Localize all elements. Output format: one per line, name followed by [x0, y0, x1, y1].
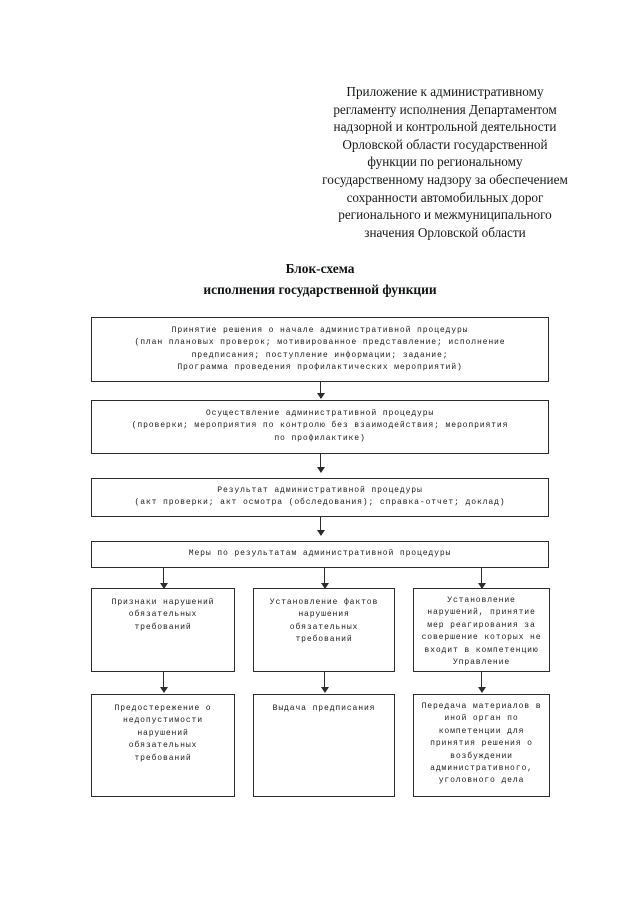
text-line: требований: [295, 635, 353, 645]
text-line: нарушений, принятие: [427, 608, 536, 618]
text-line: уголовного дела: [438, 776, 525, 786]
page-title: Блок-схема исполнения государственной фу…: [90, 258, 550, 300]
text-line: (проверки; мероприятия по контролю без в…: [131, 421, 509, 431]
page-title-line-1: Блок-схема: [285, 261, 355, 276]
text-line: иной орган по: [444, 714, 519, 724]
header-line: регламенту исполнения Департаментом: [333, 101, 557, 117]
flowchart-arrow-branch-center-to-outcome: [320, 672, 329, 693]
flowchart-box-outcome-left: Предостережение о недопустимости нарушен…: [91, 694, 235, 797]
text-line: Программа проведения профилактических ме…: [177, 363, 463, 373]
flowchart-box-step-4: Меры по результатам административной про…: [91, 541, 549, 568]
text-line: Установление фактов: [269, 598, 379, 607]
text-line: Меры по результатам административной про…: [188, 549, 452, 558]
flowchart-arrow-4-to-branch-center: [320, 568, 329, 589]
header-line: Орловской области государственной: [342, 136, 548, 152]
text-line: недопустимости: [123, 716, 203, 726]
text-line: мер реагирования за: [427, 620, 536, 630]
flowchart-box-text: Предостережение о недопустимости нарушен…: [92, 695, 234, 765]
text-line: обязательных: [128, 741, 198, 751]
text-line: Предостережение о: [114, 704, 212, 713]
text-line: по профилактике): [274, 433, 366, 443]
text-line: принятия решения о: [430, 739, 533, 749]
flowchart-box-text: Установление нарушений, принятие мер реа…: [414, 589, 549, 669]
flowchart-box-branch-center: Установление фактов нарушения обязательн…: [253, 588, 395, 672]
flowchart-box-text: Передача материалов в иной орган по комп…: [414, 695, 549, 788]
text-line: Передача материалов в: [421, 702, 542, 711]
header-line: значения Орловской области: [364, 224, 526, 240]
text-line: компетенции для: [438, 726, 525, 736]
flowchart-arrow-4-to-branch-right: [477, 568, 486, 589]
header-line: надзорной и контрольной деятельности: [333, 119, 557, 135]
text-line: Управление: [452, 658, 511, 668]
document-header: Приложение к административному регламент…: [286, 83, 604, 241]
flowchart-arrow-1-to-2: [316, 382, 325, 399]
text-line: обязательных: [128, 610, 198, 620]
header-line: Приложение к административному: [346, 84, 544, 99]
flowchart-arrow-branch-left-to-outcome: [159, 672, 168, 693]
text-line: предписания; поступление информации; зад…: [191, 350, 449, 360]
flowchart-arrow-4-to-branch-left: [159, 568, 168, 589]
flowchart-box-branch-left: Признаки нарушений обязательных требован…: [91, 588, 235, 672]
flowchart-box-step-3: Результат административной процедуры (ак…: [91, 478, 549, 517]
flowchart-box-text: Результат административной процедуры (ак…: [92, 479, 548, 510]
text-line: Результат административной процедуры: [217, 486, 423, 495]
text-line: обязательных: [289, 622, 359, 632]
flowchart-arrow-3-to-4: [316, 517, 325, 536]
text-line: Выдача предписания: [272, 704, 376, 713]
flowchart-box-text: Меры по результатам административной про…: [92, 542, 548, 560]
page-title-line-2: исполнения государственной функции: [203, 282, 437, 297]
header-line: государственному надзору за обеспечением: [322, 171, 568, 187]
header-line: регионального и межмуниципального: [338, 207, 552, 223]
text-line: (план плановых проверок; мотивированное …: [134, 338, 506, 348]
flowchart-box-text: Признаки нарушений обязательных требован…: [92, 589, 234, 634]
text-line: возбуждении: [450, 751, 513, 761]
flowchart-box-text: Установление фактов нарушения обязательн…: [254, 589, 394, 647]
text-line: административного,: [430, 764, 533, 774]
flowchart-box-text: Принятие решения о начале административн…: [92, 318, 548, 375]
text-line: Установление: [447, 596, 516, 605]
flowchart-box-text: Осуществление административной процедуры…: [92, 401, 548, 445]
text-line: совершение которых не: [421, 633, 542, 643]
text-line: Признаки нарушений: [111, 598, 215, 607]
text-line: входит в компетенцию: [424, 645, 539, 655]
flowchart-box-step-1: Принятие решения о начале административн…: [91, 317, 549, 382]
flowchart-box-step-2: Осуществление административной процедуры…: [91, 400, 549, 454]
text-line: нарушений: [137, 728, 189, 738]
header-line: сохранности автомобильных дорог: [346, 189, 544, 205]
flowchart-arrow-branch-right-to-outcome: [477, 672, 486, 693]
text-line: Осуществление административной процедуры: [205, 409, 435, 418]
text-line: требований: [134, 622, 192, 632]
flowchart-box-outcome-right: Передача материалов в иной орган по комп…: [413, 694, 550, 797]
flowchart-box-outcome-center: Выдача предписания: [253, 694, 395, 797]
text-line: нарушения: [298, 610, 350, 620]
text-line: (акт проверки; акт осмотра (обследования…: [134, 498, 506, 508]
text-line: требований: [134, 753, 192, 763]
flowchart-arrow-2-to-3: [316, 454, 325, 473]
flowchart-box-text: Выдача предписания: [254, 695, 394, 715]
header-line: функции по региональному: [367, 154, 523, 170]
flowchart-box-branch-right: Установление нарушений, принятие мер реа…: [413, 588, 550, 672]
text-line: Принятие решения о начале административн…: [171, 326, 469, 335]
